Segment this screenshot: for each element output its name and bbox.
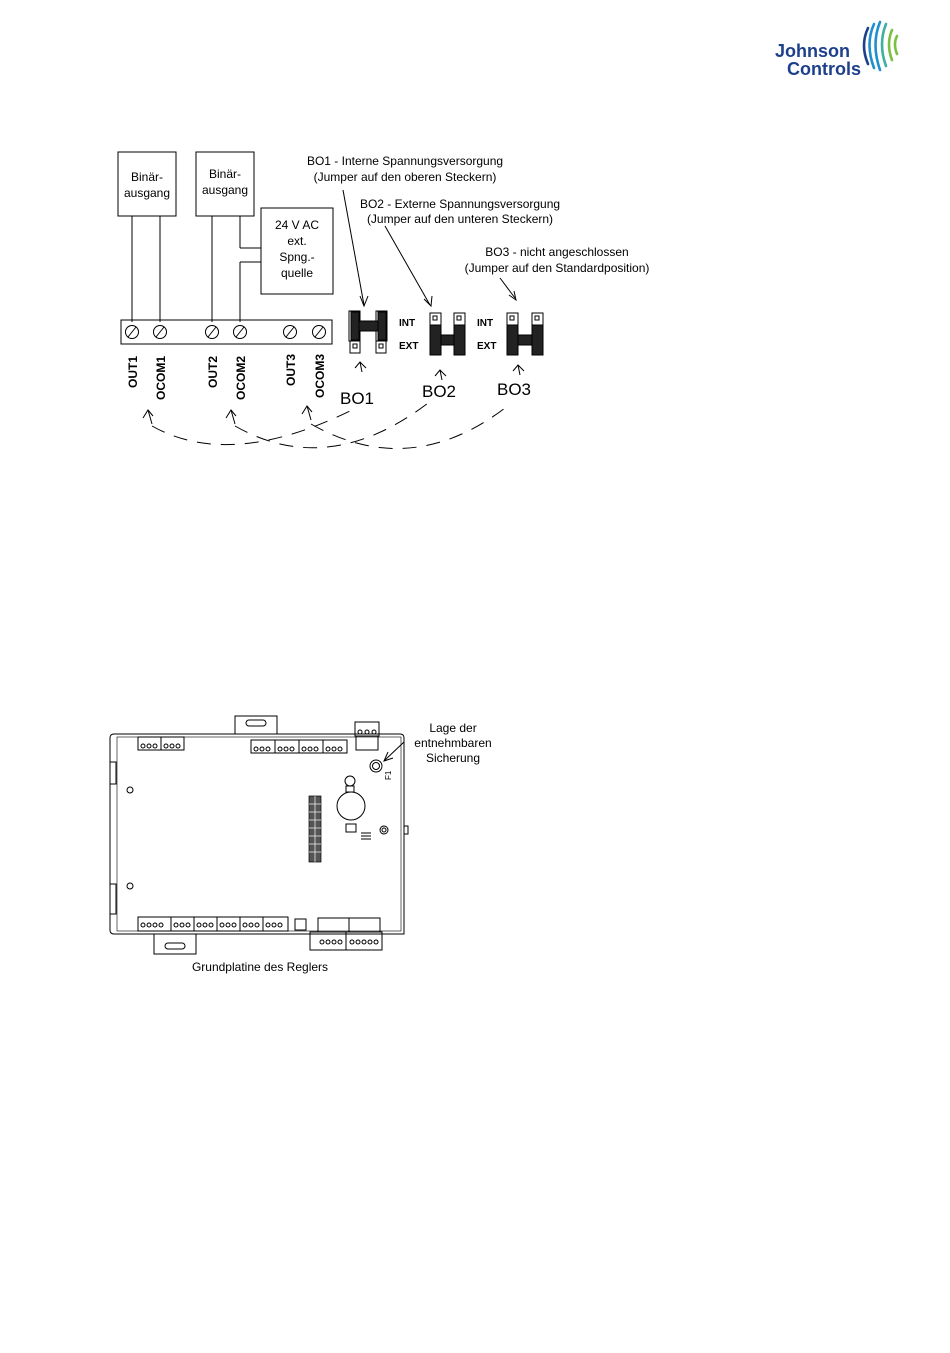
jumper-label-bo3: BO3 — [497, 380, 531, 399]
logo-line-1: Johnson — [775, 41, 850, 61]
jumper-bo1 — [348, 310, 388, 354]
terminal-label-ocom1: OCOM1 — [154, 356, 168, 400]
power-source-line-1: 24 V AC — [275, 218, 319, 232]
binary-output-box-2 — [195, 151, 255, 217]
power-source-line-4: quelle — [281, 266, 313, 280]
binary-output-box-1 — [117, 151, 177, 217]
power-source-line-2: ext. — [287, 234, 306, 248]
int-label-1: INT — [399, 318, 415, 329]
wiring-text: Binär- ausgang Binär- ausgang 24 V AC ex… — [124, 154, 649, 408]
terminal-screws — [125, 325, 326, 339]
fuse-f1-icon — [369, 759, 383, 773]
terminal-label-out3: OUT3 — [284, 354, 298, 386]
fuse-pointer-arrow — [384, 741, 405, 761]
terminal-block-top-middle — [250, 739, 348, 754]
terminal-screw-icon — [283, 325, 297, 339]
jumper-label-bo1: BO1 — [340, 389, 374, 408]
box1-line-2: ausgang — [124, 186, 170, 200]
dashed-connection-arcs — [151, 399, 506, 449]
callout-arrows — [342, 189, 517, 308]
fuse-note-line-2: entnehmbaren — [414, 736, 491, 750]
callout-bo1-line-2: (Jumper auf den oberen Steckern) — [314, 170, 497, 184]
power-source-box — [260, 207, 334, 295]
wiring-diagram — [117, 151, 544, 449]
jumper-bo2 — [429, 312, 466, 356]
box1-line-1: Binär- — [131, 170, 163, 184]
terminal-label-ocom3: OCOM3 — [313, 354, 327, 398]
int-label-2: INT — [477, 318, 493, 329]
callout-bo3-line-1: BO3 - nicht angeschlossen — [485, 245, 628, 259]
terminal-screw-icon — [233, 325, 247, 339]
fuse-note-line-1: Lage der — [429, 721, 476, 735]
callout-bo3-line-2: (Jumper auf den Standardposition) — [465, 261, 650, 275]
logo-mark-icon — [862, 20, 899, 72]
terminal-block-top-left — [137, 736, 185, 751]
pin-header — [308, 795, 322, 863]
board-outline — [109, 733, 405, 935]
box2-line-1: Binär- — [209, 167, 241, 181]
callout-bo1-line-1: BO1 - Interne Spannungsversorgung — [307, 154, 503, 168]
battery-icon — [336, 775, 371, 840]
logo-line-2: Controls — [787, 59, 861, 79]
terminal-label-out2: OUT2 — [206, 356, 220, 388]
jumper-label-bo2: BO2 — [422, 382, 456, 401]
ext-label-1: EXT — [399, 341, 418, 352]
power-source-line-3: Spng.- — [279, 250, 314, 264]
terminal-screw-icon — [312, 325, 326, 339]
connector-top-right — [354, 721, 380, 751]
terminal-label-out1: OUT1 — [126, 356, 140, 388]
fuse-label: F1 — [384, 770, 393, 780]
fuse-note-line-3: Sicherung — [426, 751, 480, 765]
up-arrow-icons — [142, 361, 525, 425]
box2-line-2: ausgang — [202, 183, 248, 197]
jumper-bo3 — [506, 312, 544, 356]
terminal-strip — [120, 319, 333, 345]
ext-label-2: EXT — [477, 341, 496, 352]
callout-bo2-line-1: BO2 - Externe Spannungsversorgung — [360, 197, 560, 211]
callout-bo2-line-2: (Jumper auf den unteren Steckern) — [367, 212, 553, 226]
controller-board — [109, 715, 409, 955]
terminal-screw-icon — [153, 325, 167, 339]
board-caption: Grundplatine des Reglers — [192, 960, 328, 974]
terminal-block-bottom — [137, 916, 307, 932]
board-text: Lage der entnehmbaren Sicherung F1 Grund… — [192, 721, 492, 974]
terminal-screw-icon — [125, 325, 139, 339]
connector-bottom-right — [309, 917, 383, 951]
terminal-label-ocom2: OCOM2 — [234, 356, 248, 400]
johnson-controls-logo: Johnson Controls — [775, 20, 899, 79]
terminal-screw-icon — [205, 325, 219, 339]
